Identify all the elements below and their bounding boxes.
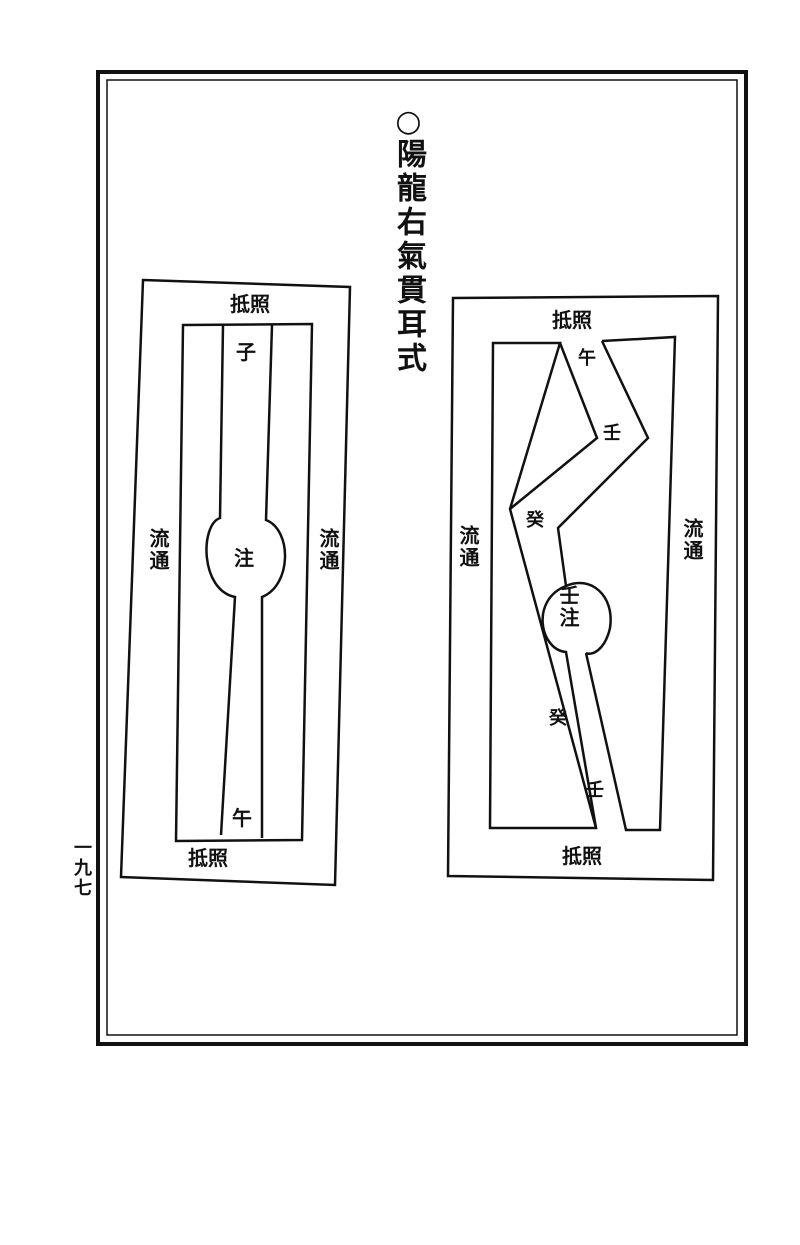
- right-channel-walls: [509, 340, 650, 829]
- right-bottom-label: 抵照: [562, 844, 602, 868]
- right-channel-char-2: 壬: [603, 423, 621, 444]
- inner-border: [106, 79, 738, 1036]
- left-pool-label: 注: [234, 546, 254, 570]
- page-number: 一九七: [71, 838, 92, 898]
- left-outer-frame: [119, 278, 352, 887]
- right-inner-frame: [488, 341, 598, 830]
- right-channel-char-6: 壬: [586, 780, 604, 801]
- diagram-title: 陽龍右氣貫耳式: [391, 138, 426, 376]
- right-channel-char-5: 癸: [549, 708, 567, 729]
- right-channel-char-3: 癸: [526, 510, 544, 531]
- left-inner-frame: [174, 322, 314, 843]
- left-channel-right-wall: [260, 324, 287, 838]
- right-channel-char-4: 壬注: [556, 585, 580, 629]
- left-bottom-label: 抵照: [188, 846, 228, 870]
- right-inner-frame-right: [584, 335, 677, 832]
- right-top-label: 抵照: [552, 308, 592, 332]
- left-channel-left-wall: [205, 324, 237, 836]
- right-side-label-right: 流通: [680, 518, 704, 562]
- right-outer-frame: [446, 294, 720, 882]
- right-side-label-left: 流通: [456, 525, 480, 569]
- title-marker: ○: [391, 104, 426, 143]
- left-top-label: 抵照: [230, 292, 270, 316]
- left-channel-bottom: 午: [232, 806, 252, 830]
- right-pool-outline: [565, 581, 612, 655]
- left-side-label-right: 流通: [316, 528, 340, 572]
- outer-border: [96, 70, 748, 1046]
- right-channel-char-1: 午: [578, 348, 596, 369]
- left-side-label-left: 流通: [146, 528, 170, 572]
- left-channel-top: 子: [236, 340, 256, 364]
